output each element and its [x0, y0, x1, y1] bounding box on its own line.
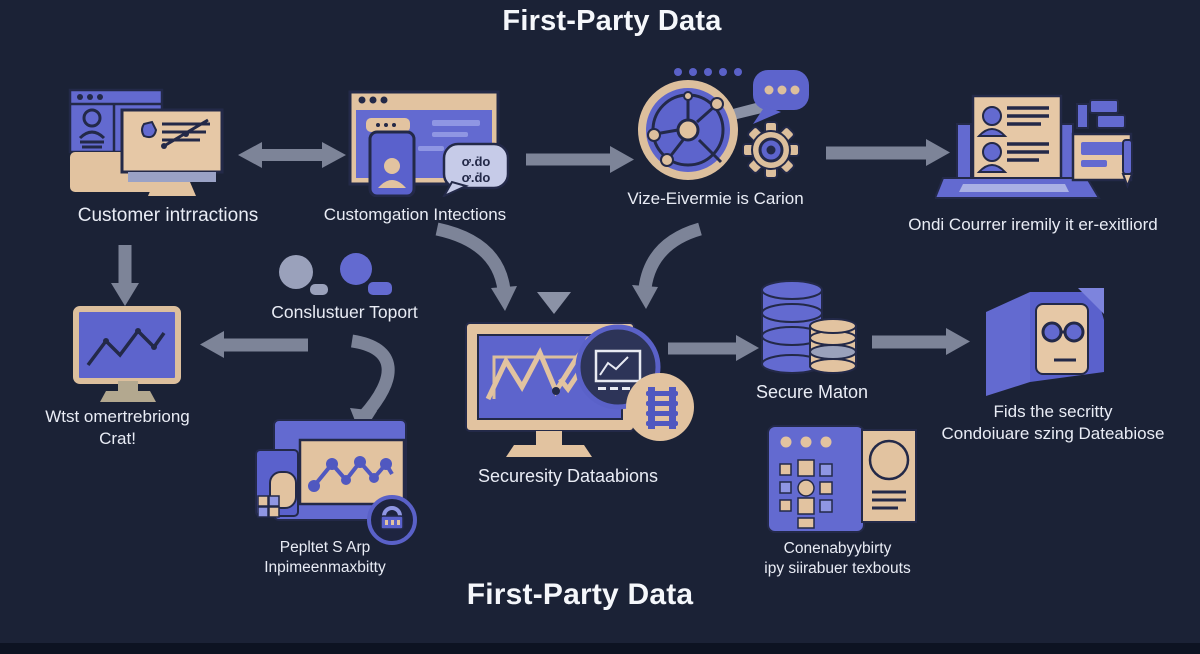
laptop-documents-icon — [935, 88, 1140, 210]
arrow-left — [200, 331, 308, 358]
chat-bubble-icon — [753, 70, 809, 124]
page-title-bottom: First-Party Data — [466, 578, 694, 611]
arrow-down-left — [111, 245, 139, 306]
label-secure-maton: Secure Maton — [755, 382, 869, 402]
dots-row — [674, 68, 742, 76]
bottom-strip — [0, 643, 1200, 654]
arrow-right-1 — [526, 146, 634, 173]
label-customogation: Customgation Intections — [323, 205, 507, 224]
report-card-icon — [861, 429, 917, 523]
cards-pen-icon — [1071, 99, 1134, 189]
arrow-right-4 — [872, 328, 970, 355]
label-conenaby-line2: ipy siirabuer texbouts — [764, 559, 911, 577]
arrow-curve-right-down — [638, 222, 702, 290]
arrow-right-2 — [826, 139, 950, 166]
label-conslustuer: Conslustuer Toport — [271, 302, 418, 322]
people-exchange-icon — [272, 248, 397, 300]
network-tablet-icon — [240, 412, 425, 547]
line-chart-monitor-icon — [66, 303, 191, 403]
label-conenaby-line1: Conenabyybirty — [783, 540, 892, 557]
label-pepltet: Pepltet S Arp Inpimeenmaxbitty — [240, 538, 410, 578]
lock-badge-icon — [367, 495, 417, 545]
browser-window-icon: ơ.ḋo ơ.ḋo — [340, 82, 525, 197]
hand-blocks-icon — [255, 449, 299, 518]
mixer-panel-icon — [767, 425, 865, 533]
gear-icon — [742, 121, 800, 179]
label-conenaby: Conenabyybirty ipy siirabuer texbouts — [745, 539, 930, 579]
label-ondi-courrer: Ondi Courrer iremily it er-exitliord — [908, 215, 1158, 234]
arrow-curve-to-tablet — [350, 334, 395, 421]
label-fids: Fids the secritty Condoiuare szing Datea… — [922, 401, 1184, 445]
glasses-icon — [1041, 321, 1085, 343]
bubble-text-line2: ơ.ḋo — [462, 170, 491, 185]
control-panel-icon — [758, 416, 923, 538]
reader-head-icon — [978, 280, 1113, 398]
arrow-double-horizontal — [238, 142, 346, 168]
label-pepltet-line2: Inpimeenmaxbitty — [264, 558, 386, 576]
speech-bubble-icon: ơ.ḋo ơ.ḋo — [442, 142, 510, 197]
database-icon — [752, 274, 862, 376]
phone-avatar-icon — [368, 130, 416, 197]
label-fids-line2: Condoiuare szing Dateabiose — [941, 423, 1165, 443]
network-graph-icon — [298, 438, 406, 506]
radar-circle-icon — [638, 80, 738, 180]
analytics-monitor-icon — [448, 295, 698, 463]
ladder-circle-icon — [626, 373, 694, 441]
database-tan-cylinder — [809, 318, 857, 374]
label-wtst: Wtst omertrebriong Crat! — [10, 406, 225, 450]
customer-interactions-icon — [58, 84, 240, 204]
monitor-checklist-icon — [120, 108, 224, 196]
label-wtst-line2: Crat! — [99, 428, 136, 448]
bubble-text-line1: ơ.ḋo — [462, 154, 491, 169]
label-securesity: Securesity Dataabions — [477, 466, 659, 486]
laptop-icon — [935, 94, 1101, 199]
label-vize-eivermie: Vize-Eivermie is Carion — [627, 189, 804, 208]
label-customer-interactions: Customer intrractions — [77, 205, 259, 226]
label-wtst-line1: Wtst omertrebriong — [45, 407, 190, 426]
label-fids-line1: Fids the secritty — [993, 402, 1113, 421]
radar-gear-icon — [633, 58, 818, 183]
arrow-curve-left-down — [435, 222, 511, 292]
label-pepltet-line1: Pepltet S Arp — [279, 539, 371, 556]
page-title-top: First-Party Data — [502, 5, 722, 37]
